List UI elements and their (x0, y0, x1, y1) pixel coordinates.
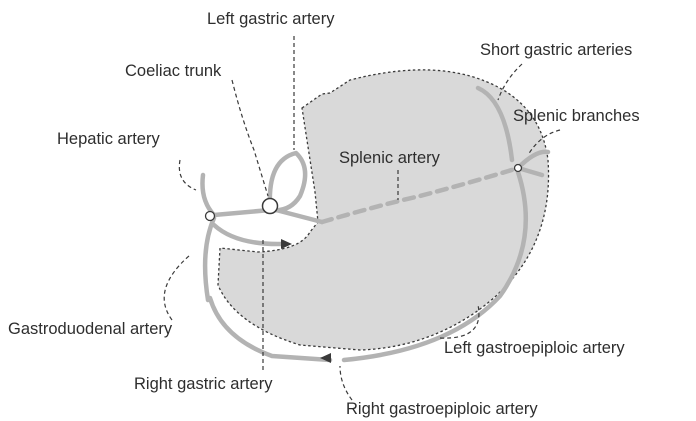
hepatic-node (206, 212, 215, 221)
leader-hepatic (179, 160, 196, 190)
splenic-vessel (276, 210, 322, 222)
splenic-node (515, 165, 522, 172)
label-right-gastroepiploic-artery: Right gastroepiploic artery (346, 401, 538, 418)
label-splenic-artery: Splenic artery (339, 150, 440, 167)
leader-coeliac-trunk (232, 80, 268, 196)
coeliac-node (263, 199, 278, 214)
label-hepatic-artery: Hepatic artery (57, 131, 160, 148)
label-right-gastric-artery: Right gastric artery (134, 376, 272, 393)
label-left-gastroepiploic-artery: Left gastroepiploic artery (444, 340, 625, 357)
label-splenic-branches: Splenic branches (513, 108, 640, 125)
label-gastroduodenal-artery: Gastroduodenal artery (8, 321, 172, 338)
gastroduodenal-vessel (205, 218, 214, 300)
leader-gastroduodenal (164, 255, 190, 320)
label-left-gastric-artery: Left gastric artery (207, 11, 334, 28)
label-short-gastric-arteries: Short gastric arteries (480, 42, 632, 59)
leader-right-gastroepiploic (340, 366, 352, 400)
hepatic-vessel (202, 175, 270, 215)
right-gastric-vessel (214, 225, 282, 244)
label-coeliac-trunk: Coeliac trunk (125, 63, 221, 80)
